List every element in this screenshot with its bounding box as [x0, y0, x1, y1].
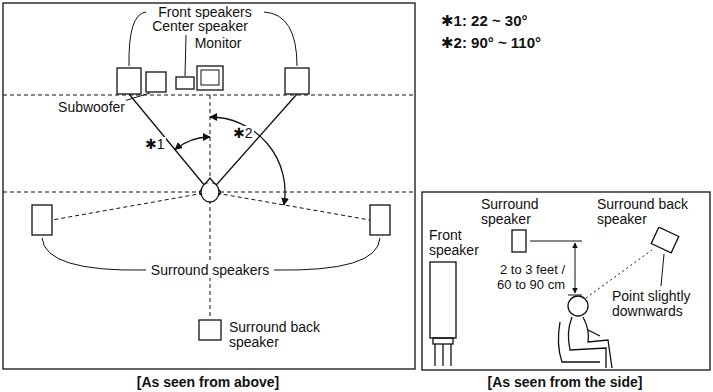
front-speaker-side	[430, 262, 456, 366]
subwoofer-box	[146, 72, 166, 92]
angle-note: ✱1: 22 ~ 30°	[440, 12, 529, 29]
surround-speaker-left	[32, 205, 52, 235]
leader-lines	[42, 12, 380, 270]
dimension-text: 2 to 3 feet / 60 to 90 cm	[482, 262, 566, 292]
part-label: Front speaker	[428, 228, 486, 258]
angle-arc	[210, 117, 285, 205]
part-label: Center speaker	[151, 19, 249, 34]
part-label: Subwoofer	[57, 100, 126, 115]
surround-back-side	[651, 227, 679, 253]
part-label: Surround speakers	[150, 263, 270, 278]
part-label: Surround back speaker	[596, 197, 702, 227]
center-speaker-box	[176, 77, 194, 89]
side-view-frame	[422, 192, 710, 370]
angle-arc	[175, 137, 210, 150]
view-caption: [As seen from the side]	[487, 375, 644, 390]
surround-speaker-side	[512, 230, 526, 252]
part-label: Monitor	[194, 36, 243, 51]
top-view-frame	[3, 3, 415, 369]
part-label: Surround back speaker	[228, 320, 335, 350]
listener-head	[200, 178, 221, 202]
seated-person	[558, 296, 612, 368]
leader-line	[661, 254, 664, 286]
guide-lines	[3, 95, 415, 318]
view-caption: [As seen from above]	[136, 375, 280, 390]
angle-note: ✱2: 90° ~ 110°	[440, 34, 542, 51]
note-text: Point slightly downwards	[611, 289, 709, 319]
surround-back-box	[199, 320, 221, 340]
front-speaker-right	[285, 68, 309, 94]
front-speaker-left	[117, 68, 141, 94]
monitor-box	[197, 66, 223, 90]
part-label: Front speakers	[157, 5, 252, 20]
callout-mark: ✱2	[232, 126, 254, 141]
part-label: Surround speaker	[480, 197, 552, 227]
callout-mark: ✱1	[144, 137, 166, 152]
surround-speaker-right	[370, 205, 390, 235]
monitor-screen	[201, 70, 219, 85]
angle-line	[129, 94, 210, 192]
